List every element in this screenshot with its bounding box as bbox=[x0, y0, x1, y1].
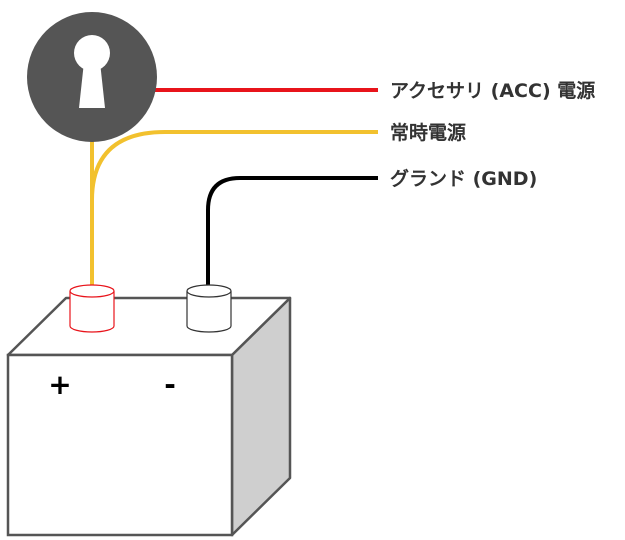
battery bbox=[6, 296, 292, 537]
ground-label: グランド (GND) bbox=[390, 167, 537, 190]
negative-sign: - bbox=[164, 368, 176, 401]
accessory-power-label: アクセサリ (ACC) 電源 bbox=[390, 79, 595, 102]
constant-power-label: 常時電源 bbox=[390, 121, 466, 144]
keyhole-icon bbox=[27, 12, 157, 142]
constant-power-wire bbox=[90, 130, 378, 285]
positive-terminal bbox=[69, 284, 115, 333]
negative-terminal bbox=[186, 284, 232, 333]
ground-wire bbox=[206, 176, 378, 285]
positive-sign: + bbox=[48, 368, 71, 401]
battery-front bbox=[6, 353, 234, 537]
